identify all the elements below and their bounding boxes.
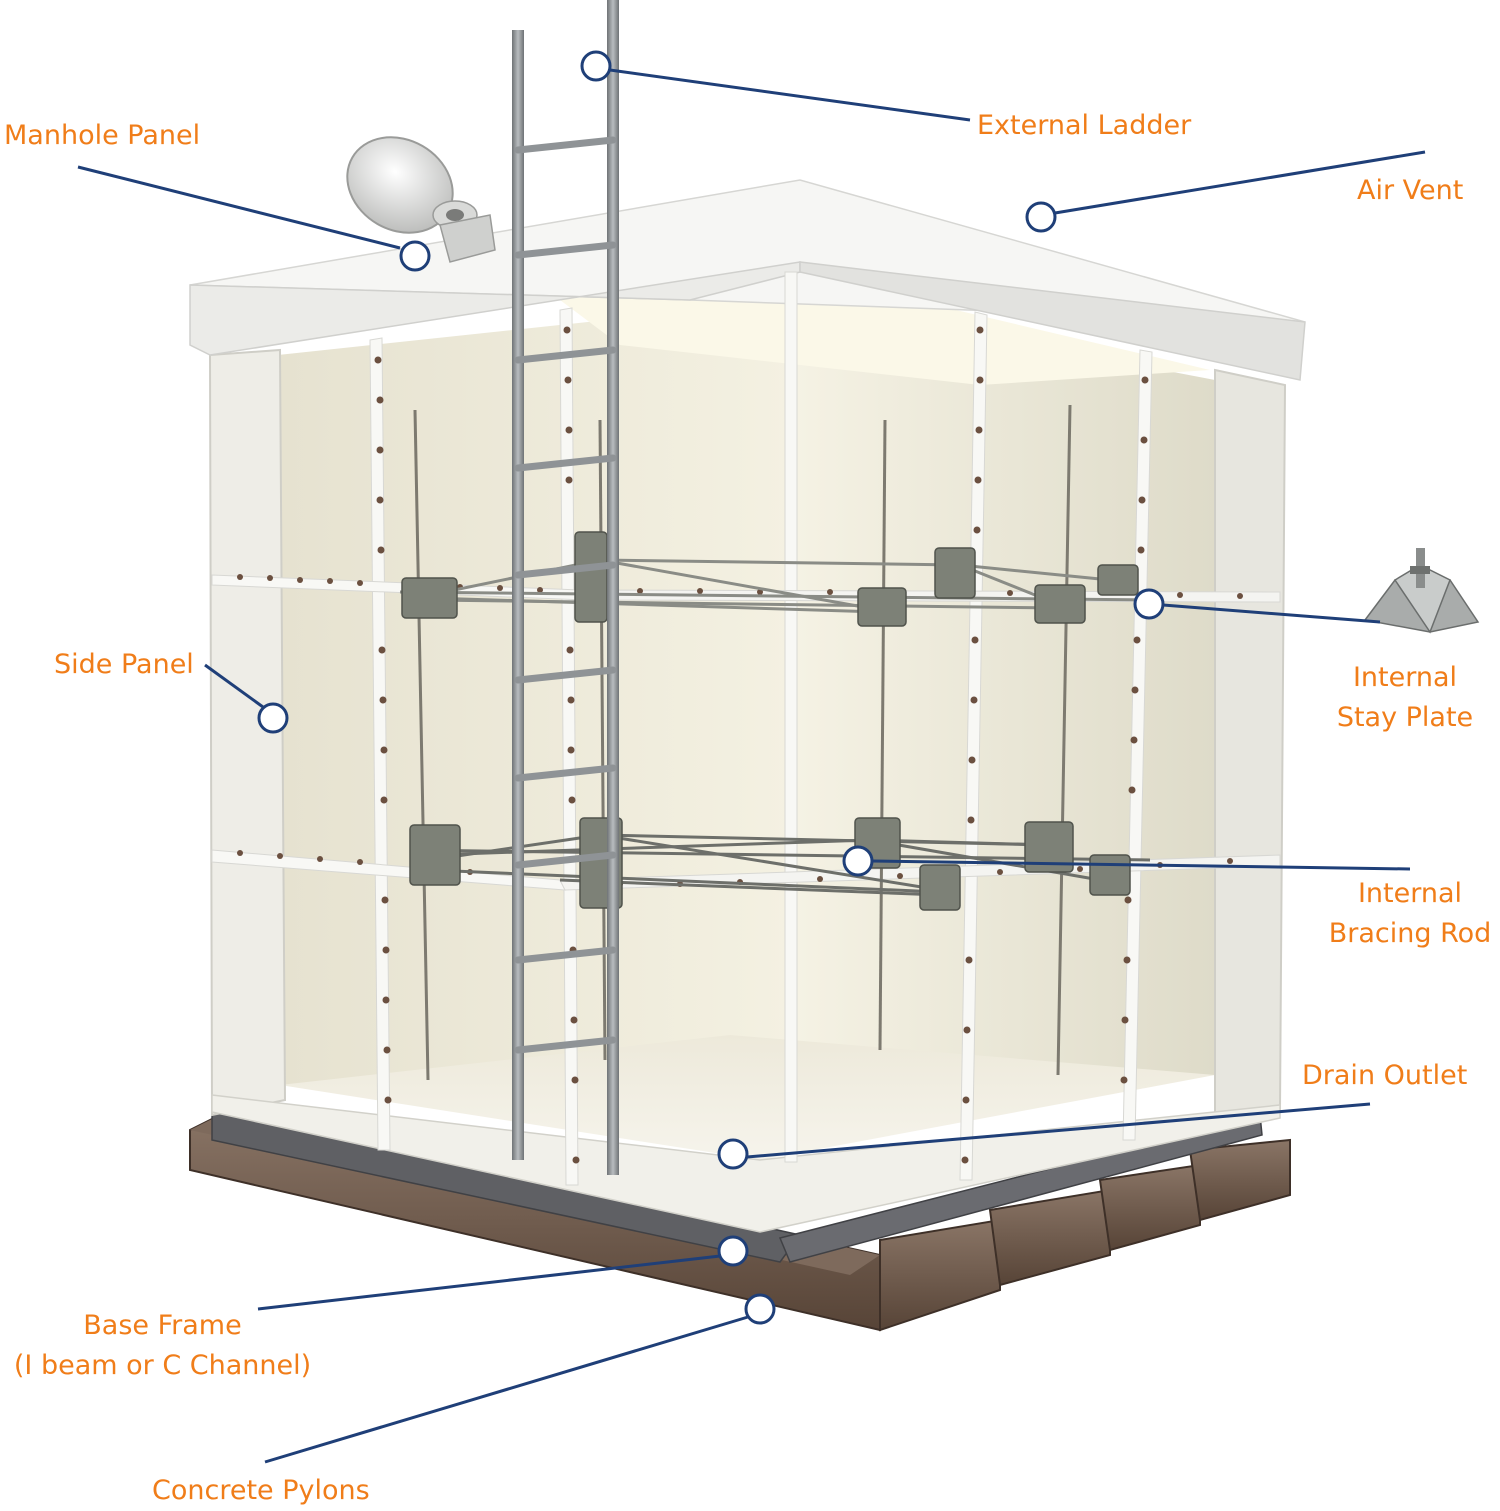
label-concrete-pylons: Concrete Pylons bbox=[152, 1475, 370, 1506]
leader-manhole bbox=[77, 165, 401, 250]
leader-bracing-rod bbox=[871, 859, 1411, 871]
flange-v3 bbox=[784, 271, 798, 1163]
interior-back-right bbox=[795, 300, 1215, 1075]
leader-base-frame bbox=[257, 1254, 721, 1311]
callout-bracing-rod bbox=[842, 845, 874, 877]
interior-back-left bbox=[278, 300, 795, 1085]
label-base-frame-line1: Base Frame bbox=[83, 1310, 242, 1341]
stay-brackets bbox=[401, 531, 1139, 911]
internal-stay-plate-icon bbox=[1363, 548, 1480, 634]
callout-pylons bbox=[744, 1293, 776, 1325]
tank-body bbox=[189, 0, 1480, 1233]
pylon-cross-3 bbox=[1098, 1163, 1201, 1252]
manhole-vent bbox=[346, 136, 496, 263]
bracing-rods-upper bbox=[399, 558, 1151, 614]
pylon-cross-4 bbox=[1188, 1138, 1291, 1222]
leader-lines bbox=[77, 50, 1426, 1464]
label-internal-stay-plate-line1: Internal bbox=[1352, 662, 1458, 693]
callout-drain bbox=[717, 1138, 749, 1170]
label-internal-bracing-rod-line2: Bracing Rod bbox=[1328, 918, 1492, 949]
label-base-frame: Base Frame (I beam or C Channel) bbox=[0, 1306, 325, 1386]
callout-air-vent bbox=[1025, 201, 1057, 233]
leader-side-panel bbox=[204, 663, 264, 709]
callout-manhole bbox=[399, 240, 431, 272]
external-ladder bbox=[512, 0, 619, 1175]
leader-ladder bbox=[609, 68, 971, 122]
bottom-lip bbox=[211, 1094, 1281, 1233]
leader-stay-plate bbox=[1162, 603, 1381, 624]
callout-base-frame bbox=[717, 1235, 749, 1267]
side-panel-right bbox=[1214, 368, 1287, 1122]
leader-air-vent bbox=[1054, 150, 1426, 215]
label-external-ladder: External Ladder bbox=[977, 110, 1192, 141]
label-manhole-panel: Manhole Panel bbox=[4, 120, 201, 151]
side-panel-left bbox=[208, 348, 287, 1117]
callout-stay-plate bbox=[1133, 588, 1165, 620]
label-internal-bracing-rod-line1: Internal bbox=[1357, 878, 1463, 909]
flange-v2 bbox=[559, 307, 579, 1186]
label-air-vent: Air Vent bbox=[1357, 175, 1464, 206]
callout-ladder bbox=[580, 50, 612, 82]
roof-right-edge bbox=[799, 261, 1306, 381]
pylon-cross-1 bbox=[879, 1218, 1001, 1332]
label-internal-stay-plate: Internal Stay Plate bbox=[1320, 658, 1490, 738]
label-drain-outlet: Drain Outlet bbox=[1302, 1060, 1468, 1091]
leader-drain bbox=[746, 1102, 1371, 1159]
label-internal-stay-plate-line2: Stay Plate bbox=[1336, 702, 1474, 733]
label-internal-bracing-rod: Internal Bracing Rod bbox=[1320, 874, 1500, 954]
pylon-cross-2 bbox=[988, 1188, 1111, 1287]
label-base-frame-line2: (I beam or C Channel) bbox=[13, 1350, 312, 1381]
leader-pylons bbox=[264, 1315, 749, 1464]
label-side-panel: Side Panel bbox=[54, 649, 194, 680]
callout-side-panel bbox=[257, 702, 289, 734]
